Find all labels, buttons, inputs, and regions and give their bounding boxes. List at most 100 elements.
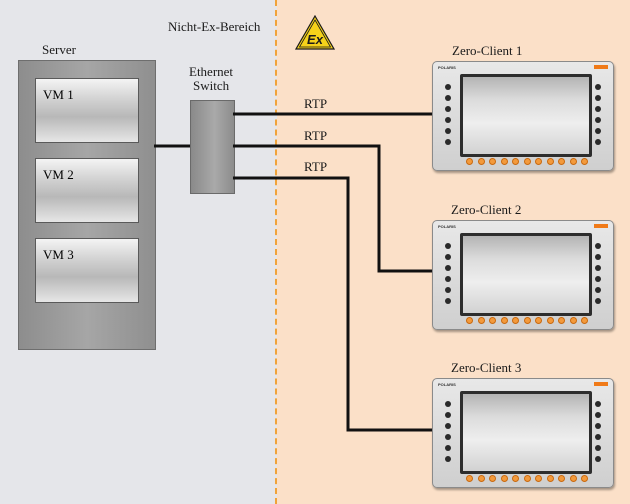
softkey-left	[445, 128, 451, 134]
function-key	[535, 158, 542, 165]
softkey-left	[445, 95, 451, 101]
function-key	[569, 158, 577, 165]
function-key	[581, 158, 588, 165]
rtp-label-3: RTP	[304, 159, 328, 174]
softkey-right	[595, 276, 601, 282]
function-key	[546, 317, 554, 324]
switch-label-line2: Switch	[193, 78, 230, 93]
softkey-left	[445, 401, 451, 407]
client-brand: POLARIS	[438, 224, 456, 229]
zero-client-2: POLARIS	[432, 220, 614, 330]
client-1-label: Zero-Client 1	[452, 43, 523, 58]
softkey-right	[595, 128, 601, 134]
function-key	[535, 317, 542, 324]
client-brand: POLARIS	[438, 382, 456, 387]
function-key	[500, 158, 508, 165]
softkey-left	[445, 243, 451, 249]
function-key	[558, 158, 565, 165]
softkey-left	[445, 423, 451, 429]
softkey-left	[445, 287, 451, 293]
switch-label-line1: Ethernet	[189, 64, 234, 79]
brand-mark	[594, 224, 608, 228]
function-key	[512, 475, 519, 482]
vm-1: VM 1	[35, 78, 139, 143]
softkey-left	[445, 456, 451, 462]
function-key	[546, 158, 554, 165]
vm-3: VM 3	[35, 238, 139, 303]
rtp-label-2: RTP	[304, 128, 328, 143]
brand-mark	[594, 65, 608, 69]
client-3-label: Zero-Client 3	[451, 360, 522, 375]
client-screen	[460, 391, 592, 474]
rtp-link-3	[233, 176, 432, 432]
softkey-left	[445, 265, 451, 271]
softkey-left	[445, 298, 451, 304]
function-key	[523, 317, 531, 324]
softkey-left	[445, 139, 451, 145]
softkey-right	[595, 456, 601, 462]
softkey-left	[445, 117, 451, 123]
client-screen	[460, 74, 592, 157]
softkey-left	[445, 106, 451, 112]
function-key	[477, 317, 485, 324]
zone-divider	[275, 0, 277, 504]
function-key	[569, 475, 577, 482]
rtp-label-1: RTP	[304, 96, 328, 111]
function-key	[500, 475, 508, 482]
softkey-right	[595, 265, 601, 271]
function-key	[500, 317, 508, 324]
zero-client-3: POLARIS	[432, 378, 614, 488]
function-key	[581, 475, 588, 482]
function-key	[558, 317, 565, 324]
softkey-right	[595, 423, 601, 429]
softkey-left	[445, 434, 451, 440]
vm-label: VM 1	[43, 87, 74, 102]
client-screen	[460, 233, 592, 316]
function-key	[512, 317, 519, 324]
softkey-right	[595, 139, 601, 145]
vm-2: VM 2	[35, 158, 139, 223]
function-key	[489, 475, 496, 482]
vm-label: VM 2	[43, 167, 74, 182]
non-ex-zone-label: Nicht-Ex-Bereich	[168, 19, 261, 34]
function-key	[466, 317, 473, 324]
client-2-label: Zero-Client 2	[451, 202, 522, 217]
ex-logo-text: Ex	[307, 32, 324, 47]
softkey-right	[595, 254, 601, 260]
softkey-right	[595, 401, 601, 407]
function-key	[558, 475, 565, 482]
function-key	[466, 158, 473, 165]
function-key	[581, 317, 588, 324]
softkey-right	[595, 445, 601, 451]
softkey-right	[595, 95, 601, 101]
function-key	[477, 158, 485, 165]
brand-mark	[594, 382, 608, 386]
softkey-right	[595, 117, 601, 123]
client-brand: POLARIS	[438, 65, 456, 70]
zero-client-1: POLARIS	[432, 61, 614, 171]
rtp-link-2	[233, 144, 432, 273]
softkey-right	[595, 243, 601, 249]
softkey-right	[595, 84, 601, 90]
function-key	[477, 475, 485, 482]
softkey-right	[595, 287, 601, 293]
server: VM 1 VM 2 VM 3	[18, 60, 156, 350]
softkey-left	[445, 254, 451, 260]
softkey-left	[445, 276, 451, 282]
function-key	[523, 475, 531, 482]
softkey-right	[595, 106, 601, 112]
softkey-left	[445, 412, 451, 418]
softkey-left	[445, 84, 451, 90]
function-key	[466, 475, 473, 482]
vm-label: VM 3	[43, 247, 74, 262]
server-label: Server	[42, 42, 76, 57]
softkey-right	[595, 434, 601, 440]
function-key	[569, 317, 577, 324]
function-key	[523, 158, 531, 165]
softkey-right	[595, 298, 601, 304]
function-key	[489, 158, 496, 165]
atex-ex-triangle-icon: Ex	[295, 15, 335, 50]
function-key	[512, 158, 519, 165]
function-key	[489, 317, 496, 324]
